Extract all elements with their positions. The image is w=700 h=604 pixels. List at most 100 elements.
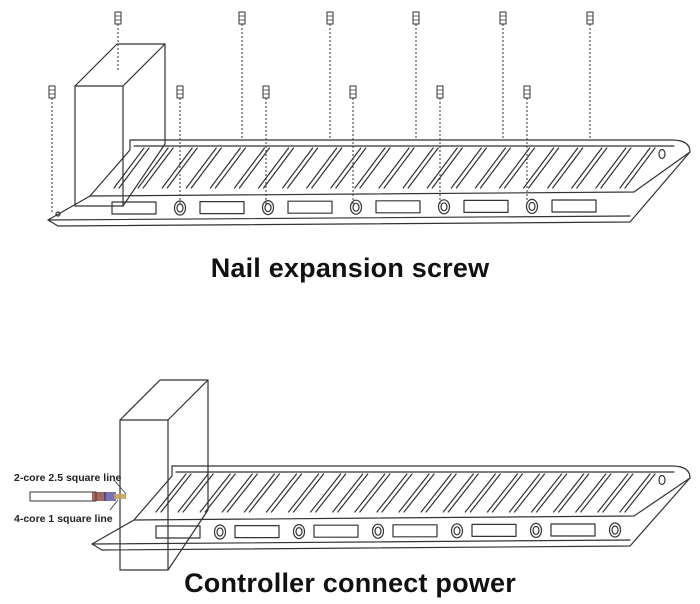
panel-controller-power — [29, 379, 691, 571]
wire-label-2-core: 2-core 2.5 square line — [14, 472, 122, 484]
wire-label-4-core: 4-core 1 square line — [14, 513, 113, 525]
screw-head — [499, 11, 507, 25]
spike — [571, 147, 608, 189]
controller-box-2-front — [119, 419, 169, 571]
spike — [354, 147, 391, 189]
spike — [161, 147, 198, 189]
wire-core-3 — [114, 494, 126, 499]
screw-thread — [262, 89, 270, 95]
front-bolt-inner — [440, 202, 448, 212]
spike — [137, 147, 174, 189]
front-bolt-inner — [374, 526, 382, 536]
front-bolt-inner — [532, 525, 540, 536]
spike — [619, 473, 656, 513]
front-window — [313, 524, 359, 538]
screw-head — [586, 11, 594, 25]
spike — [378, 147, 415, 189]
spike — [354, 473, 391, 513]
spike — [282, 147, 319, 189]
front-window — [551, 199, 597, 213]
spike — [185, 147, 222, 189]
spike — [113, 147, 150, 189]
screw-head — [238, 11, 246, 25]
spike — [257, 147, 295, 189]
front-bolt-inner — [352, 202, 360, 212]
front-bolt — [525, 198, 539, 214]
front-window — [471, 523, 517, 538]
front-window — [287, 200, 333, 214]
screw-thread — [523, 89, 531, 95]
front-window — [550, 523, 596, 537]
front-window — [375, 200, 421, 214]
spike — [310, 473, 347, 513]
end-hole — [658, 148, 666, 160]
screw-head — [412, 11, 420, 25]
panel-nail-expansion — [47, 11, 691, 227]
screw-thread — [176, 89, 184, 95]
spike — [575, 473, 612, 513]
screw-head — [262, 85, 270, 99]
screw-thread — [48, 89, 56, 95]
screw-thread — [499, 15, 507, 21]
screw-head — [326, 11, 334, 25]
front-bolt — [292, 523, 306, 540]
spike — [332, 473, 369, 513]
front-bolt-inner — [528, 201, 536, 211]
spike — [209, 147, 246, 189]
spike — [523, 147, 560, 189]
screw-head — [176, 85, 184, 99]
front-bolt — [173, 200, 187, 216]
screw-thread — [326, 15, 334, 21]
wire-core-2 — [104, 492, 116, 501]
spike — [498, 147, 536, 189]
spike — [474, 147, 512, 189]
wire-core-1 — [92, 492, 106, 501]
front-bolt-inner — [453, 526, 461, 536]
screw-head — [436, 85, 444, 99]
spike — [508, 473, 546, 513]
front-window — [392, 524, 438, 538]
caption-nail-expansion-screw: Nail expansion screw — [210, 253, 490, 283]
front-window — [111, 201, 157, 215]
spike — [442, 473, 479, 513]
spike — [450, 147, 487, 189]
front-bolt-inner — [611, 525, 619, 535]
spike — [531, 473, 568, 513]
bar-front-edge — [133, 477, 691, 521]
front-window — [234, 524, 280, 539]
spike — [464, 473, 501, 513]
controller-box-2-top — [119, 379, 209, 421]
screw-head — [523, 85, 531, 99]
label-leader-1 — [113, 479, 127, 495]
spike — [553, 473, 590, 513]
spike — [243, 473, 280, 513]
screw-head — [48, 85, 56, 99]
spike — [595, 147, 632, 189]
spike — [402, 147, 439, 189]
mount-hole — [55, 211, 61, 217]
front-bolt — [450, 523, 464, 539]
front-bolt-inner — [176, 203, 184, 213]
label-leader-2 — [109, 499, 119, 511]
spike — [426, 147, 463, 189]
spike — [287, 473, 325, 513]
front-bolt-inner — [295, 526, 303, 537]
spike — [376, 473, 413, 513]
controller-box-front — [74, 85, 124, 207]
bar-body-outline — [47, 139, 691, 227]
bar-body-outline — [91, 465, 691, 551]
front-window — [463, 199, 509, 213]
spike — [233, 147, 271, 189]
screw-thread — [349, 89, 357, 95]
front-window — [199, 201, 245, 215]
power-cable-jacket — [29, 491, 97, 502]
spike — [265, 473, 303, 513]
front-bolt — [213, 524, 227, 540]
caption-controller-connect-power: Controller connect power — [184, 568, 516, 598]
front-bolt — [529, 522, 543, 539]
controller-box-top — [74, 43, 166, 87]
spike — [619, 147, 656, 189]
screw-thread — [586, 15, 594, 21]
spike — [420, 473, 457, 513]
screw-thread — [436, 89, 444, 95]
